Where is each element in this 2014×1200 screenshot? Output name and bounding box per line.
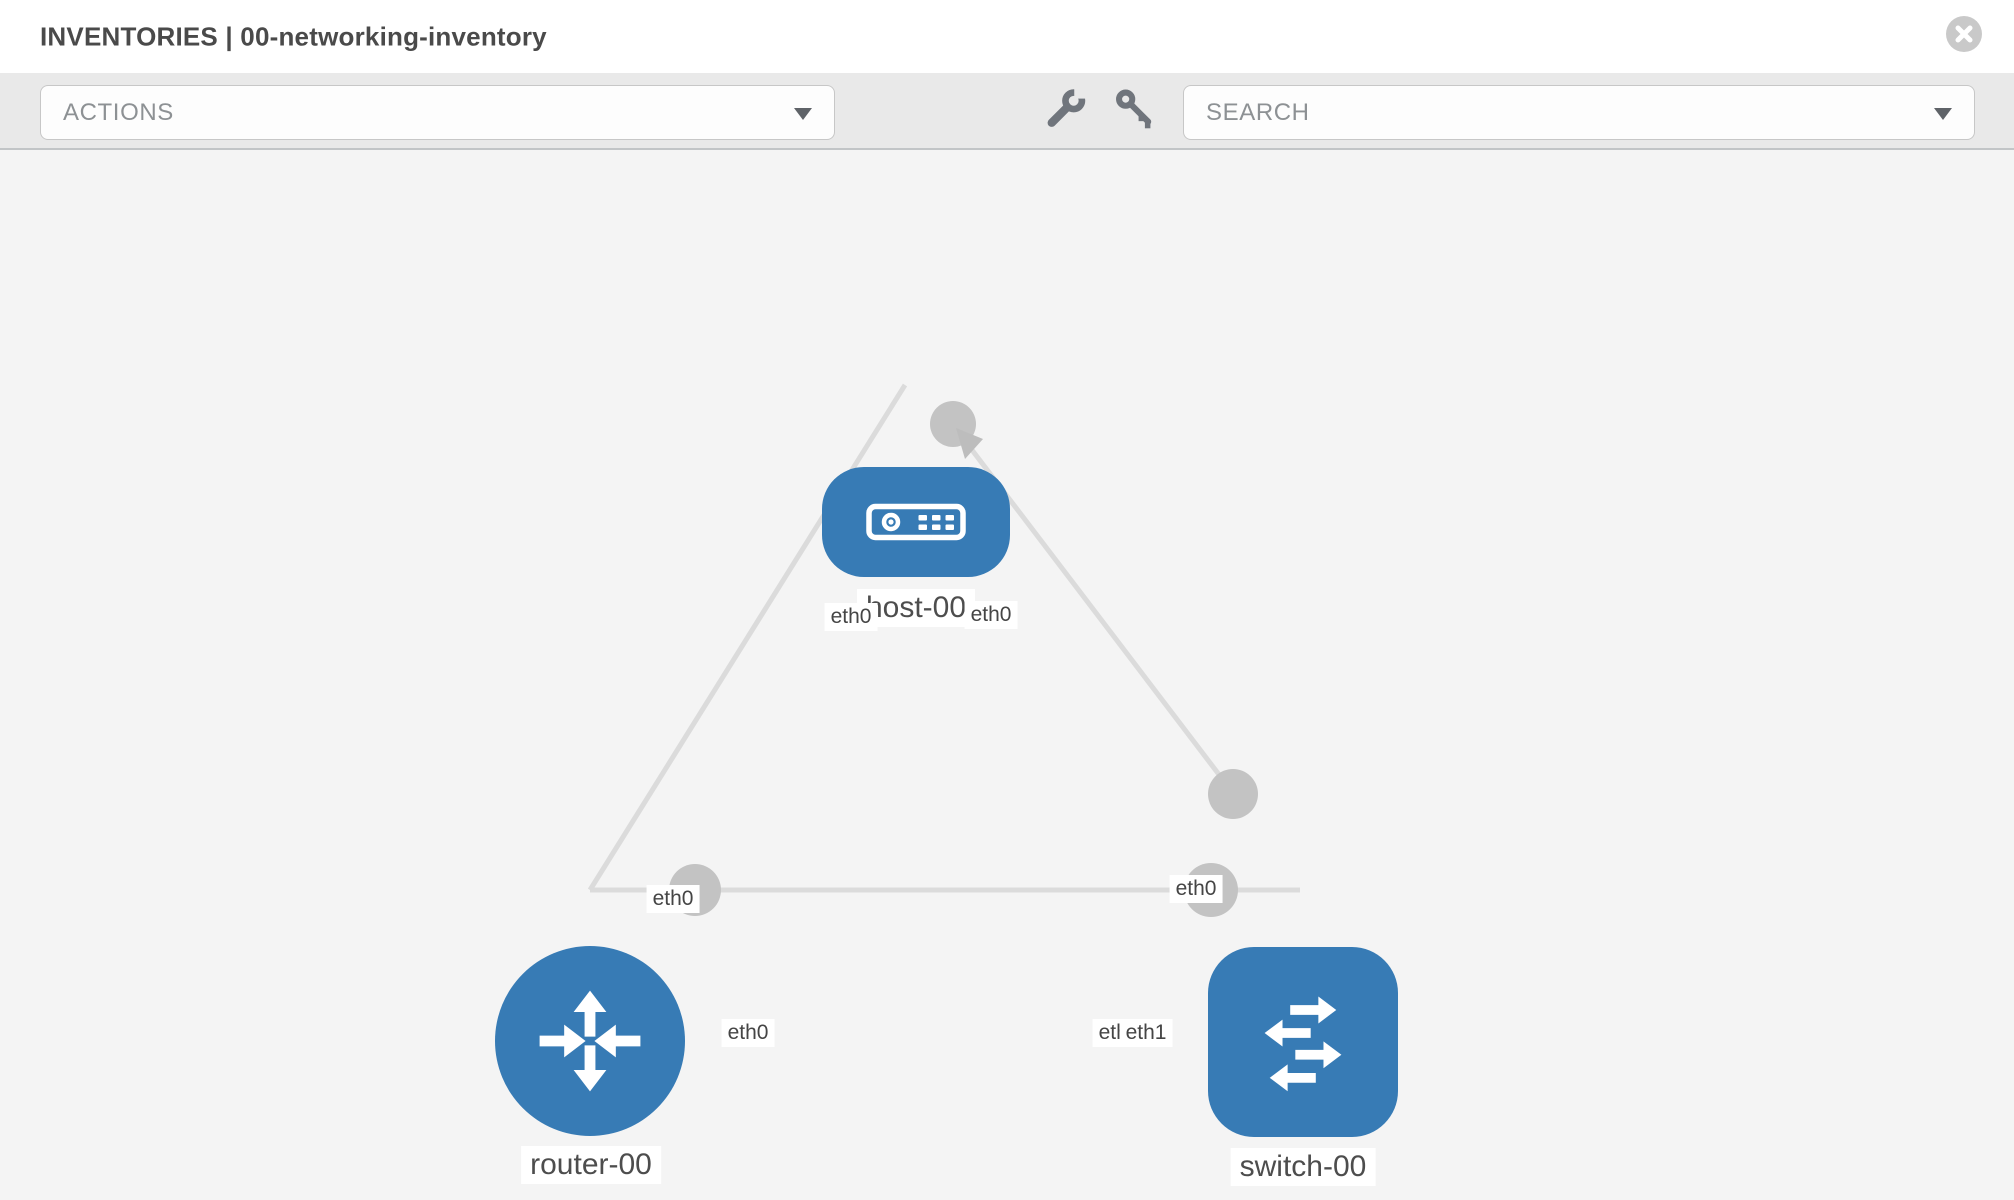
host-icon: [866, 503, 966, 541]
page-title: INVENTORIES | 00-networking-inventory: [40, 21, 547, 51]
link-router-host: [587, 383, 908, 892]
key-icon: [1116, 89, 1152, 128]
node-label-switch: switch-00: [1230, 1148, 1376, 1186]
interface-label-switch-left-eth1: eth1: [1119, 1019, 1173, 1047]
wrench-icon: [1047, 87, 1089, 127]
close-button[interactable]: [1946, 16, 1982, 52]
close-icon: [1955, 25, 1973, 43]
node-switch-00[interactable]: [1208, 947, 1398, 1137]
node-host-00[interactable]: [822, 467, 1010, 577]
search-dropdown[interactable]: SEARCH: [1183, 85, 1975, 140]
actions-dropdown-label: ACTIONS: [63, 98, 174, 126]
node-label-router: router-00: [521, 1146, 661, 1184]
switch-icon: [1264, 996, 1342, 1092]
interface-label-host-left: eth0: [824, 603, 878, 631]
port-switch-top[interactable]: [1208, 769, 1258, 819]
wrench-button[interactable]: [1044, 86, 1089, 135]
interface-label-switch-top: eth0: [1169, 875, 1223, 903]
key-button[interactable]: [1113, 86, 1157, 135]
router-icon: [539, 990, 641, 1092]
chevron-down-icon: [794, 107, 812, 120]
chevron-down-icon: [1934, 107, 1952, 120]
actions-dropdown[interactable]: ACTIONS: [40, 85, 835, 140]
interface-label-router-right: eth0: [721, 1019, 775, 1047]
interface-label-router-top: eth0: [646, 885, 700, 913]
search-dropdown-label: SEARCH: [1206, 98, 1310, 126]
link-arrowhead: [956, 428, 983, 459]
node-router-00[interactable]: [495, 946, 685, 1136]
topology-canvas[interactable]: host-00 router-00 switch-00 eth0 eth0 et…: [0, 150, 2014, 1200]
header: INVENTORIES | 00-networking-inventory: [0, 0, 2014, 73]
toolbar: ACTIONS SEARCH: [0, 73, 2014, 150]
interface-label-host-right: eth0: [964, 601, 1018, 629]
